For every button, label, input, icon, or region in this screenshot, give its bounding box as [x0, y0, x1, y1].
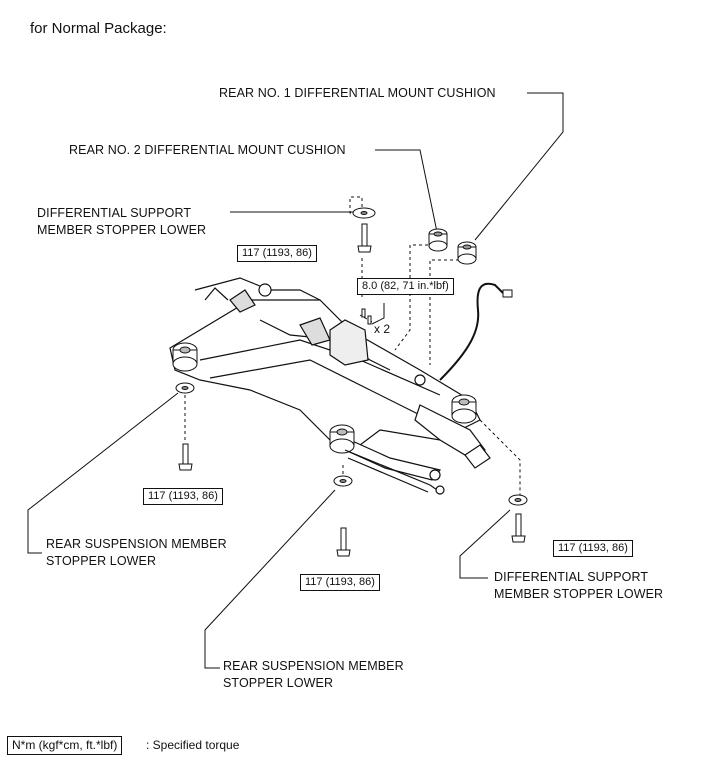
legend-description: : Specified torque [146, 738, 240, 752]
label-rear-susp-bottom-line1: REAR SUSPENSION MEMBER [223, 659, 404, 673]
label-diff-support-right-line2: MEMBER STOPPER LOWER [494, 587, 664, 601]
top-bolt [357, 223, 372, 253]
bottom-stopper-washer [333, 475, 353, 487]
label-diff-support-right-line1: DIFFERENTIAL SUPPORT [494, 570, 649, 584]
top-stopper-washer [352, 207, 376, 219]
leader-line-rear-susp-bottom [204, 489, 336, 669]
rear-suspension-member [169, 277, 486, 481]
label-rear-susp-bottom-line2: STOPPER LOWER [223, 676, 334, 690]
rear-no1-cushion-part [457, 241, 477, 265]
right-stopper-washer [508, 494, 528, 506]
small-bolts [361, 308, 372, 325]
dash-line-cushion-1 [394, 244, 440, 351]
leader-line-rear-no2 [375, 149, 438, 233]
dash-line-right [479, 419, 521, 495]
lower-links [344, 444, 491, 495]
leader-line-diff-support-right [459, 509, 511, 579]
legend-units-box: N*m (kgf*cm, ft.*lbf) [7, 736, 123, 755]
bushing-front-right [329, 424, 355, 454]
leader-line-rear-no1 [474, 92, 564, 241]
torque-box-right-bolt: 117 (1193, 86) [553, 540, 633, 557]
page-heading: for Normal Package: [30, 20, 167, 37]
bottom-bolt [336, 527, 351, 557]
torque-box-top-bolt: 117 (1193, 86) [237, 245, 317, 262]
bushing-front-left [172, 342, 198, 372]
wire-harness [439, 282, 506, 381]
left-stopper-washer [175, 382, 195, 394]
small-bolt-quantity: x 2 [374, 322, 391, 336]
leader-line-rear-susp-left [27, 392, 179, 554]
torque-box-left-bolt: 117 (1193, 86) [143, 488, 223, 505]
label-rear-no2-cushion: REAR NO. 2 DIFFERENTIAL MOUNT CUSHION [69, 143, 346, 157]
wire-connector [502, 289, 513, 298]
subframe-bushings [172, 342, 477, 454]
bushing-rear-right [451, 394, 477, 424]
label-rear-susp-left-line1: REAR SUSPENSION MEMBER [46, 537, 227, 551]
label-diff-support-top-line2: MEMBER STOPPER LOWER [37, 223, 207, 237]
left-bolt [178, 443, 193, 471]
right-bolt [511, 513, 526, 543]
label-rear-no1-cushion: REAR NO. 1 DIFFERENTIAL MOUNT CUSHION [219, 86, 496, 100]
torque-box-bottom-bolt: 117 (1193, 86) [300, 574, 380, 591]
leader-line-small-bolt [371, 303, 385, 325]
label-rear-susp-left-line2: STOPPER LOWER [46, 554, 157, 568]
torque-box-small-bolt: 8.0 (82, 71 in.*lbf) [357, 278, 454, 295]
label-diff-support-top-line1: DIFFERENTIAL SUPPORT [37, 206, 192, 220]
dash-line-cushion-2 [429, 259, 465, 365]
rear-no2-cushion-part [428, 228, 448, 252]
